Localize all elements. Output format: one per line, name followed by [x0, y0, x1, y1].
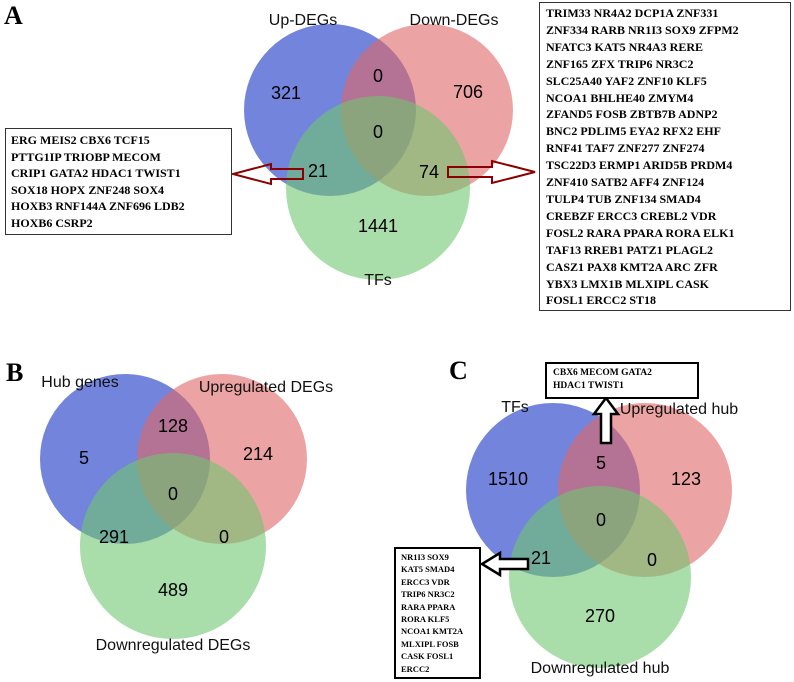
- venn-a-label-up-degs: Up-DEGs: [269, 12, 337, 29]
- gene-box-line: NCOA1 BHLHE40 ZMYM4: [546, 90, 694, 105]
- venn-b-label-upregulated-degs: Upregulated DEGs: [199, 379, 333, 396]
- venn-b-label-downregulated-degs: Downregulated DEGs: [96, 637, 251, 654]
- gene-box-line: KAT5 SMAD4: [401, 564, 455, 575]
- gene-box-line: MLXIPL FOSB: [401, 638, 459, 649]
- gene-box-line: ERCC3 VDR: [401, 576, 450, 587]
- gene-box-line: ERG MEIS2 CBX6 TCF15: [11, 133, 150, 147]
- gene-box-line: CBX6 MECOM GATA2: [553, 368, 652, 378]
- panel-a-letter: A: [4, 1, 23, 30]
- venn-c-count-up-down: 0: [647, 550, 657, 570]
- gene-box-line: RARA PPARA: [401, 601, 456, 612]
- gene-box-line: NFATC3 KAT5 NR4A3 RERE: [546, 39, 704, 54]
- gene-box-c-left: NR1I3 SOX9 KAT5 SMAD4 ERCC3 VDR TRIP6 NR…: [394, 547, 481, 679]
- gene-box-a-right: TRIM33 NR4A2 DCP1A ZNF331 ZNF334 RARB NR…: [539, 2, 791, 311]
- panel-b-letter: B: [6, 358, 23, 387]
- venn-c-arrow-up-icon: [591, 395, 621, 445]
- gene-box-line: ZFAND5 FOSB ZBTB7B ADNP2: [546, 107, 718, 122]
- gene-box-line: PTTG1IP TRIOBP MECOM: [11, 149, 161, 164]
- gene-box-line: HOXB6 CSRP2: [11, 215, 93, 230]
- gene-box-line: YBX3 LMX1B MLXIPL CASK: [546, 276, 710, 291]
- gene-box-line: RNF41 TAF7 ZNF277 ZNF274: [546, 141, 705, 156]
- venn-c-count-tfs-up: 5: [596, 453, 606, 473]
- gene-box-line: TSC22D3 ERMP1 ARID5B PRDM4: [546, 158, 733, 173]
- venn-b-count-up-only: 214: [243, 444, 273, 464]
- panel-c: C TFs Upregulated hub Downregulated hub …: [449, 356, 738, 677]
- gene-box-a-left: ERG MEIS2 CBX6 TCF15 PTTG1IP TRIOBP MECO…: [5, 128, 232, 235]
- gene-box-line: ERCC2: [401, 663, 430, 674]
- gene-box-line: TRIM33 NR4A2 DCP1A ZNF331: [546, 6, 719, 20]
- gene-box-line: CASZ1 PAX8 KMT2A ARC ZFR: [546, 259, 718, 274]
- venn-a-count-up-only: 321: [271, 83, 301, 103]
- venn-a-arrow-right-icon: [447, 159, 536, 185]
- venn-b-circle-downregulated-degs: [80, 453, 266, 639]
- venn-a-count-up-down: 0: [373, 66, 383, 86]
- venn-a-count-down-tfs: 74: [419, 162, 439, 182]
- venn-c-circle-downregulated-hub: [509, 486, 691, 668]
- gene-box-line: CASK FOSL1: [401, 651, 454, 662]
- gene-box-line: NCOA1 KMT2A: [401, 626, 464, 637]
- gene-box-c-top: CBX6 MECOM GATA2 HDAC1 TWIST1: [545, 362, 699, 399]
- venn-a-count-down-only: 706: [453, 82, 483, 102]
- venn-a-circle-tfs: [286, 96, 470, 280]
- venn-c-count-tfs-down: 21: [531, 548, 551, 568]
- venn-a-count-all-three: 0: [373, 122, 383, 142]
- venn-c-arrow-left-icon: [479, 550, 530, 578]
- venn-c-count-up-only: 123: [671, 469, 701, 489]
- venn-a-arrow-left-icon: [229, 162, 304, 186]
- gene-box-line: SOX18 HOPX ZNF248 SOX4: [11, 182, 165, 197]
- gene-box-line: SLC25A40 YAF2 ZNF10 KLF5: [546, 73, 707, 88]
- gene-box-line: NR1I3 SOX9: [401, 552, 449, 562]
- gene-box-line: CREBZF ERCC3 CREBL2 VDR: [546, 208, 717, 223]
- gene-box-line: HDAC1 TWIST1: [553, 381, 624, 391]
- venn-c-label-tfs: TFs: [501, 399, 529, 416]
- venn-c-count-down-only: 270: [585, 606, 615, 626]
- gene-box-line: FOSL2 RARA PPARA RORA ELK1: [546, 225, 735, 240]
- venn-a-label-down-degs: Down-DEGs: [410, 12, 499, 29]
- venn-c-label-upregulated-hub: Upregulated hub: [620, 401, 738, 418]
- venn-b-count-down-only: 489: [158, 580, 188, 600]
- panel-c-letter: C: [449, 356, 468, 385]
- venn-b-count-hub-only: 5: [79, 448, 89, 468]
- gene-box-line: FOSL1 ERCC2 ST18: [546, 293, 657, 308]
- gene-box-line: ZNF410 SATB2 AFF4 ZNF124: [546, 175, 705, 190]
- panel-b: B Hub genes Upregulated DEGs Downregulat…: [6, 358, 333, 654]
- venn-a-label-tfs: TFs: [364, 272, 392, 289]
- venn-b-count-hub-down: 291: [99, 527, 129, 547]
- venn-b-label-hub-genes: Hub genes: [41, 374, 118, 391]
- gene-box-line: HOXB3 RNF144A ZNF696 LDB2: [11, 199, 185, 213]
- venn-c-label-downregulated-hub: Downregulated hub: [531, 660, 670, 677]
- gene-box-line: BNC2 PDLIM5 EYA2 RFX2 EHF: [546, 124, 721, 139]
- venn-c-count-tfs-only: 1510: [488, 469, 528, 489]
- venn-b-count-all-three: 0: [168, 484, 178, 504]
- gene-box-line: CRIP1 GATA2 HDAC1 TWIST1: [11, 166, 181, 180]
- venn-c-count-all-three: 0: [596, 510, 606, 530]
- gene-box-line: RORA KLF5: [401, 614, 450, 625]
- gene-box-line: ZNF334 RARB NR1I3 SOX9 ZFPM2: [546, 22, 739, 37]
- venn-a-count-tfs-only: 1441: [358, 216, 398, 236]
- venn-a-count-up-tfs: 21: [308, 161, 328, 181]
- venn-b-count-up-down: 0: [219, 527, 229, 547]
- gene-box-line: TULP4 TUB ZNF134 SMAD4: [546, 191, 701, 206]
- gene-box-line: ZNF165 ZFX TRIP6 NR3C2: [546, 56, 694, 71]
- gene-box-line: TRIP6 NR3C2: [401, 589, 455, 600]
- panel-a: A Up-DEGs Down-DEGs TFs 321 706 0 0 21 7…: [4, 1, 536, 289]
- gene-box-line: TAF13 RREB1 PATZ1 PLAGL2: [546, 242, 714, 257]
- venn-b-count-hub-up: 128: [158, 416, 188, 436]
